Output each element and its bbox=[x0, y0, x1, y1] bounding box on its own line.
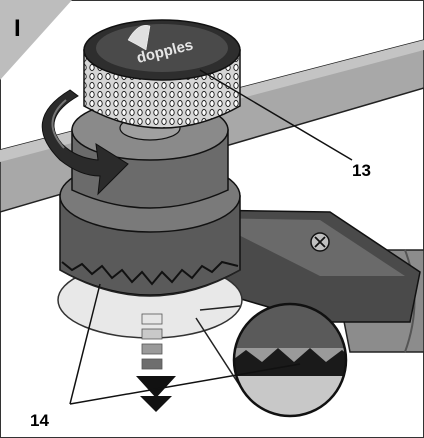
level-indicator bbox=[141, 313, 163, 370]
callout-line-bottom-a bbox=[69, 283, 101, 405]
down-arrow-tip-icon bbox=[140, 396, 172, 412]
indicator-level-2 bbox=[141, 328, 163, 340]
corner-tab bbox=[0, 0, 72, 80]
detail-magnifier bbox=[195, 302, 348, 418]
indicator-level-3 bbox=[141, 343, 163, 355]
rotation-arrow-icon bbox=[41, 89, 129, 196]
indicator-level-1 bbox=[141, 313, 163, 325]
callout-line-bottom-b bbox=[69, 363, 301, 405]
indicator-level-4 bbox=[141, 358, 163, 370]
callout-13: 13 bbox=[352, 161, 371, 180]
sail-logo-icon bbox=[127, 25, 151, 51]
callout-14: 14 bbox=[30, 411, 49, 430]
down-arrow-icon bbox=[136, 376, 176, 398]
callout-line-top bbox=[199, 69, 353, 161]
panel-label: I bbox=[14, 15, 21, 42]
adjustment-knob[interactable]: dopples bbox=[83, 19, 241, 129]
